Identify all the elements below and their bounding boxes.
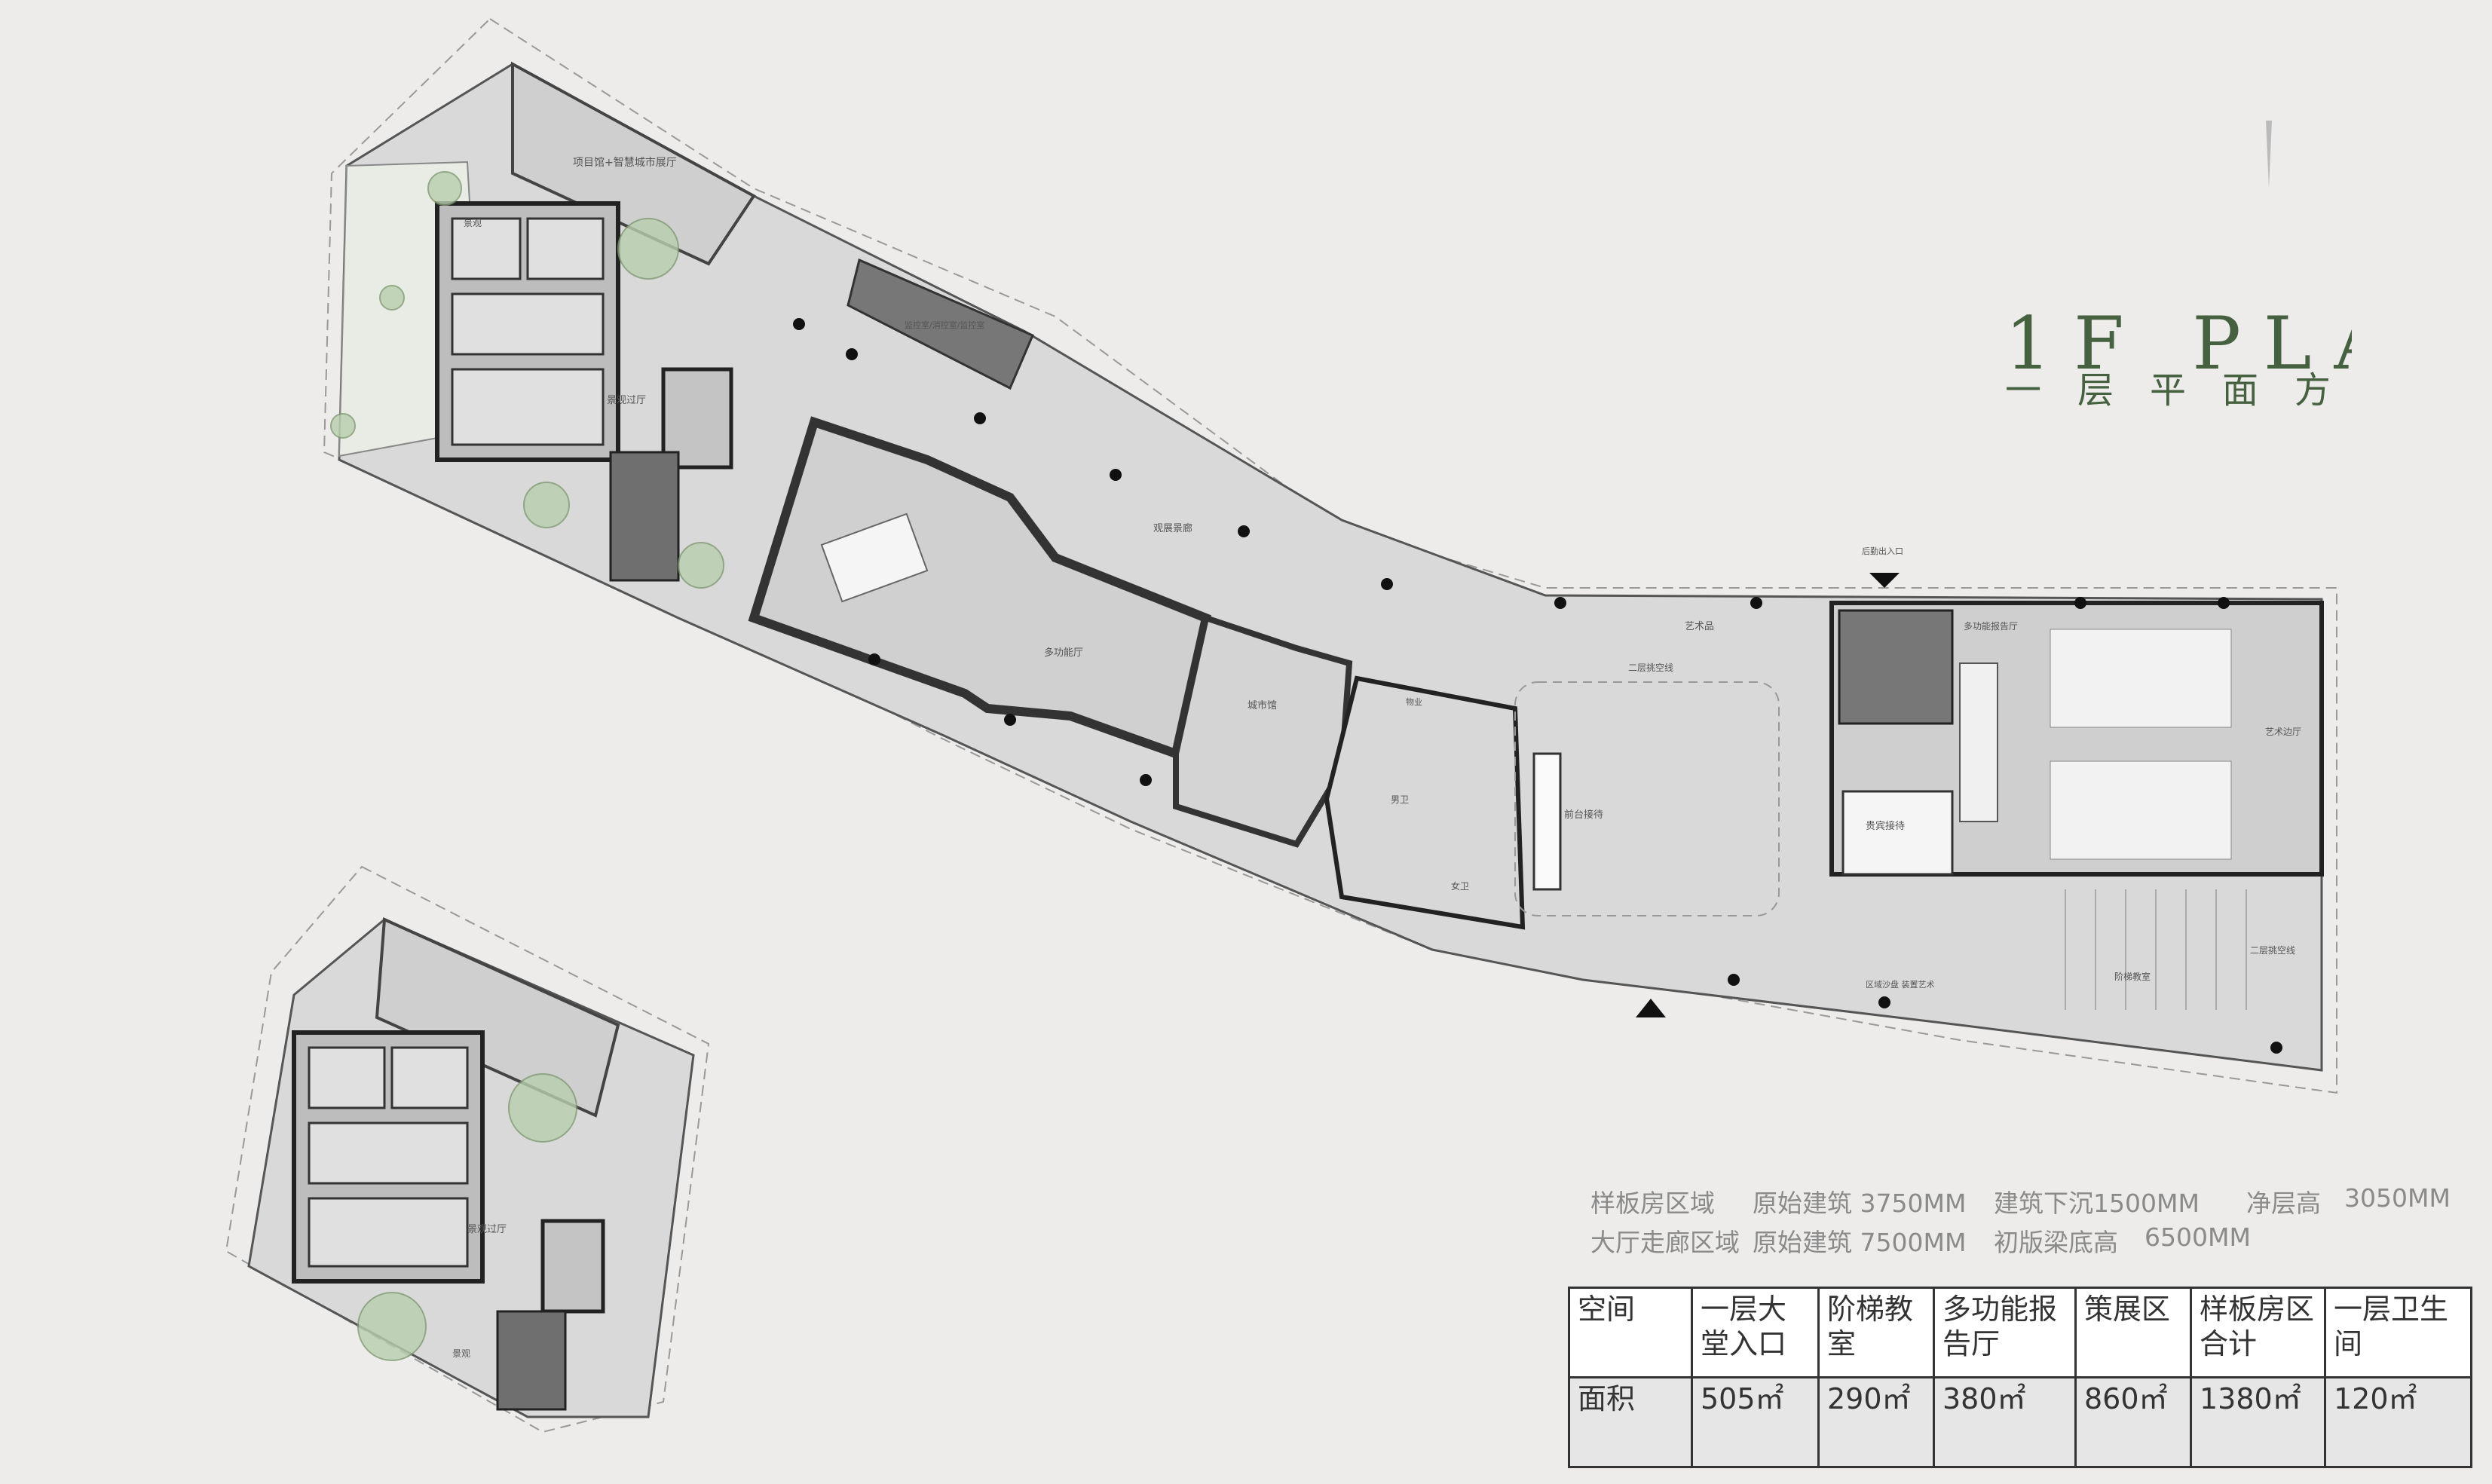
height-notes: 样板房区域 原始建筑 3750MM 建筑下沉1500MM 净层高 3050MM … (1590, 1183, 2480, 1262)
table-cell: 面积 (1568, 1376, 1693, 1468)
label-project-hall: 项目馆+智慧城市展厅 (573, 156, 677, 169)
table-cell: 860㎡ (2074, 1376, 2192, 1468)
label-step-classroom: 阶梯教室 (2114, 971, 2151, 982)
secondary-floor-plan: 景观过厅 景观 (225, 865, 710, 1434)
label-front-desk: 前台接待 (1564, 809, 1603, 821)
label-entrance: 后勤出入口 (1862, 546, 1903, 556)
label-men-wc: 男卫 (1391, 794, 1409, 805)
service-entrance-arrow (1869, 573, 1900, 588)
table-cell: 505㎡ (1691, 1376, 1820, 1468)
note-text: 建筑下沉1500MM (1994, 1189, 2200, 1218)
front-desk-counter (1532, 752, 1562, 891)
lobby-void (1514, 681, 1780, 916)
label-landscape-2: 景观 (452, 1348, 470, 1359)
label-property: 物业 (1406, 696, 1422, 707)
label-art-corridor: 艺术边厅 (2265, 727, 2301, 737)
label-sand-table: 区域沙盘 装置艺术 (1866, 979, 1935, 990)
table-cell: 380㎡ (1933, 1376, 2077, 1468)
note-text: 3050MM (2344, 1183, 2451, 1213)
table-header-cell: 多功能报告厅 (1933, 1287, 2077, 1378)
label-landscape-1: 景观 (464, 218, 482, 228)
floor-slab (338, 63, 2323, 1072)
restroom-block (1324, 675, 1526, 930)
elevator-core (661, 367, 733, 470)
note-text: 大厅走廊区域 (1590, 1228, 1740, 1257)
title-en: 1F PLAI (2005, 301, 2352, 386)
note-text: 初版梁底高 (1994, 1228, 2118, 1257)
seating-grid (2050, 629, 2232, 860)
main-entrance-arrow (1636, 999, 1666, 1017)
monitor-room (846, 258, 1034, 390)
label-display-gallery: 观展景廊 (1153, 522, 1192, 534)
model-table (820, 513, 929, 603)
label-multi-hall: 多功能厅 (1044, 647, 1083, 659)
note-row-sample: 样板房区域 原始建筑 3750MM 建筑下沉1500MM 净层高 3050MM (1590, 1183, 2480, 1222)
label-monitor-room: 监控室/消控室/监控室 (905, 320, 984, 330)
step-classroom-rows (2065, 889, 2247, 1010)
landscape-trees-2 (357, 1073, 577, 1361)
label-vip-reception: 贵宾接待 (1866, 820, 1905, 832)
note-text: 6500MM (2145, 1222, 2251, 1252)
note-text: 原始建筑 7500MM (1753, 1228, 1967, 1257)
label-art-piece: 艺术品 (1685, 621, 1714, 632)
table-header-cell: 阶梯教室 (1817, 1287, 1935, 1378)
note-text: 样板房区域 (1590, 1189, 1715, 1218)
table-header-cell: 一层大堂入口 (1691, 1287, 1820, 1378)
table-header-cell: 一层卫生间 (2324, 1287, 2472, 1378)
note-text: 净层高 (2246, 1189, 2321, 1218)
city-hall-walls (1173, 613, 1353, 848)
site-boundary-2 (225, 865, 710, 1434)
table-cell: 1380㎡ (2190, 1376, 2326, 1468)
label-city-hall: 城市馆 (1248, 699, 1277, 711)
structural-columns (793, 318, 2282, 1054)
table-row: 空间 一层大堂入口 阶梯教室 多功能报告厅 策展区 样板房区合计 一层卫生间 (1568, 1287, 2472, 1378)
label-landscape-corridor: 景观过厅 (607, 395, 646, 406)
table-cell: 120㎡ (2324, 1376, 2472, 1468)
table-cell: 290㎡ (1817, 1376, 1935, 1468)
note-row-lobby: 大厅走廊区域 原始建筑 7500MM 初版梁底高 6500MM (1590, 1222, 2480, 1262)
label-void-2f-b: 二层挑空线 (2250, 945, 2295, 956)
main-floor-plan: 项目馆+智慧城市展厅 景观 监控室/消控室/监控室 景观过厅 观展景廊 多功能厅… (323, 17, 2337, 1094)
table-header-cell: 策展区 (2074, 1287, 2192, 1378)
label-void-2f: 二层挑空线 (1628, 662, 1673, 673)
label-women-wc: 女卫 (1451, 880, 1469, 892)
table-header-cell: 样板房区合计 (2190, 1287, 2326, 1378)
north-arrow-icon (2266, 121, 2272, 188)
table-row: 面积 505㎡ 290㎡ 380㎡ 860㎡ 1380㎡ 120㎡ (1568, 1376, 2472, 1468)
table-header-cell: 空间 (1568, 1287, 1693, 1378)
landscape-trees (330, 171, 724, 589)
label-lecture-hall: 多功能报告厅 (1964, 620, 2018, 632)
area-table: 空间 一层大堂入口 阶梯教室 多功能报告厅 策展区 样板房区合计 一层卫生间 面… (1568, 1287, 2472, 1468)
project-hall (511, 61, 756, 266)
title-cn: 一层平面方 (2005, 369, 2352, 412)
note-text: 原始建筑 3750MM (1753, 1189, 1967, 1218)
label-landscape-corridor-2: 景观过厅 (467, 1224, 507, 1235)
title-block: 1F PLAI 一层平面方 (2005, 301, 2352, 415)
